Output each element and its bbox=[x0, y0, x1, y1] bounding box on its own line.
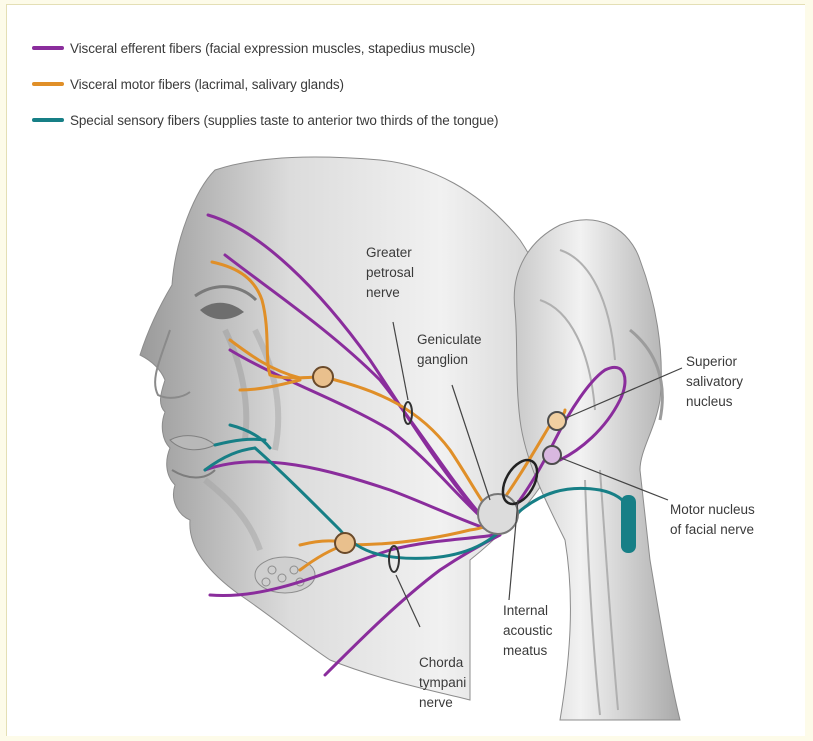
label-line: Superior bbox=[686, 352, 743, 372]
label-line: petrosal bbox=[366, 263, 414, 283]
label-line: Chorda bbox=[419, 653, 466, 673]
label-line: salivatory bbox=[686, 372, 743, 392]
label-line: Geniculate bbox=[417, 330, 482, 350]
label-line: nerve bbox=[366, 283, 414, 303]
label-greater-petrosal-nerve: Greater petrosal nerve bbox=[366, 243, 414, 303]
label-line: nerve bbox=[419, 693, 466, 713]
label-line: ganglion bbox=[417, 350, 482, 370]
label-line: of facial nerve bbox=[670, 520, 755, 540]
label-line: acoustic bbox=[503, 621, 553, 641]
label-internal-acoustic-meatus: Internal acoustic meatus bbox=[503, 601, 553, 661]
label-line: Internal bbox=[503, 601, 553, 621]
label-chorda-tympani-nerve: Chorda tympani nerve bbox=[419, 653, 466, 713]
pterygopalatine-ganglion bbox=[313, 367, 333, 387]
label-line: nucleus bbox=[686, 392, 743, 412]
geniculate-ganglion bbox=[478, 494, 518, 534]
solitary-nucleus bbox=[621, 495, 636, 553]
label-line: meatus bbox=[503, 641, 553, 661]
label-motor-nucleus-facial-nerve: Motor nucleus of facial nerve bbox=[670, 500, 755, 540]
motor-nucleus-facial-nerve bbox=[543, 446, 561, 464]
label-line: Motor nucleus bbox=[670, 500, 755, 520]
label-superior-salivatory-nucleus: Superior salivatory nucleus bbox=[686, 352, 743, 412]
label-line: Greater bbox=[366, 243, 414, 263]
superior-salivatory-nucleus bbox=[548, 412, 566, 430]
label-geniculate-ganglion: Geniculate ganglion bbox=[417, 330, 482, 370]
submandibular-ganglion bbox=[335, 533, 355, 553]
label-line: tympani bbox=[419, 673, 466, 693]
